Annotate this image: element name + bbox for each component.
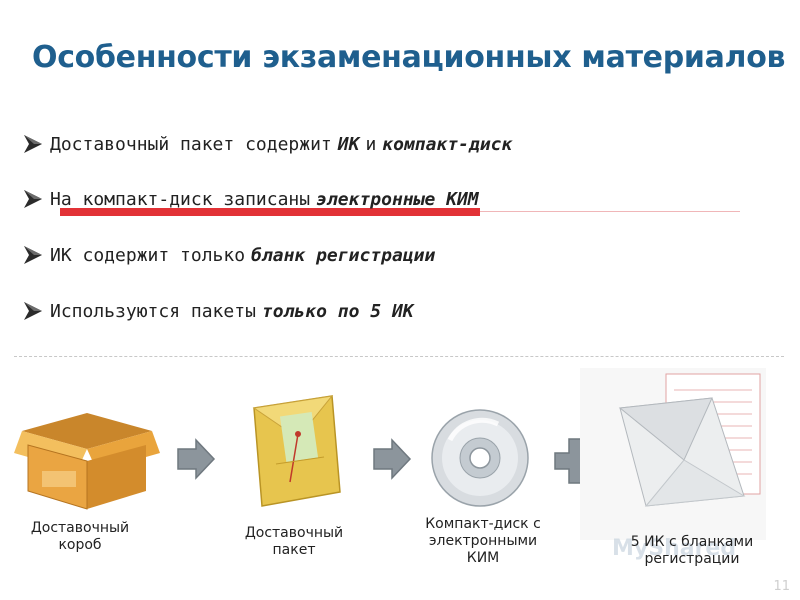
watermark: MyShared [612, 536, 737, 561]
bullet-text: Используются пакеты [50, 300, 256, 322]
caption-line: регистрации [644, 551, 740, 567]
bullet-item-2: На компакт-диск записаны электронные КИМ [22, 184, 479, 214]
bullet-text: Доставочный пакет содержит [50, 133, 332, 155]
caption-delivery-package: Доставочный пакет [228, 525, 360, 559]
bullet-item-4: Используются пакеты только по 5 ИК [22, 296, 414, 326]
underline-rule [480, 211, 740, 212]
bullet-arrow-icon [24, 135, 42, 153]
bullet-text: На компакт-диск записаны [50, 188, 311, 210]
caption-compact-disc: Компакт-диск с электронными КИМ [412, 516, 554, 567]
bullet-emphasis: только по 5 ИК [261, 300, 414, 322]
bullet-text: ИК содержит только [50, 244, 246, 266]
compact-disc-icon [431, 409, 529, 507]
bullet-arrow-icon [24, 302, 42, 320]
bullet-emphasis: электронные КИМ [316, 188, 479, 210]
caption-line: пакет [272, 542, 316, 558]
page-number: 11 [773, 579, 790, 594]
red-highlight-bar [60, 208, 480, 216]
caption-line: Компакт-диск с [425, 516, 541, 532]
caption-line: КИМ [466, 550, 500, 566]
bullet-emphasis: бланк регистрации [251, 244, 436, 266]
caption-line: Доставочный [30, 520, 130, 536]
envelope-package-icon [252, 395, 341, 507]
bullet-emphasis: ИК [337, 133, 360, 155]
bullet-arrow-icon [24, 190, 42, 208]
envelope-forms-icon [580, 368, 766, 540]
arrow-right-icon [373, 438, 412, 480]
bullet-item-1: Доставочный пакет содержит ИК и компакт-… [22, 129, 512, 159]
arrow-right-icon [177, 438, 216, 480]
bullet-emphasis-2: компакт-диск [382, 133, 513, 155]
bullet-item-3: ИК содержит только бланк регистрации [22, 240, 435, 270]
caption-line: электронными [428, 533, 538, 549]
caption-delivery-box: Доставочный короб [14, 520, 146, 554]
bullet-arrow-icon [24, 246, 42, 264]
caption-line: Доставочный [244, 525, 344, 541]
caption-line: короб [58, 537, 102, 553]
page-title: Особенности экзаменационных материалов [32, 40, 786, 75]
bullet-connector: и [365, 133, 377, 155]
caption-line: 5 ИК с бланками [630, 534, 754, 550]
section-divider [14, 356, 784, 357]
caption-answer-forms: 5 ИК с бланками регистрации [614, 534, 770, 568]
cardboard-box-icon [14, 413, 160, 510]
